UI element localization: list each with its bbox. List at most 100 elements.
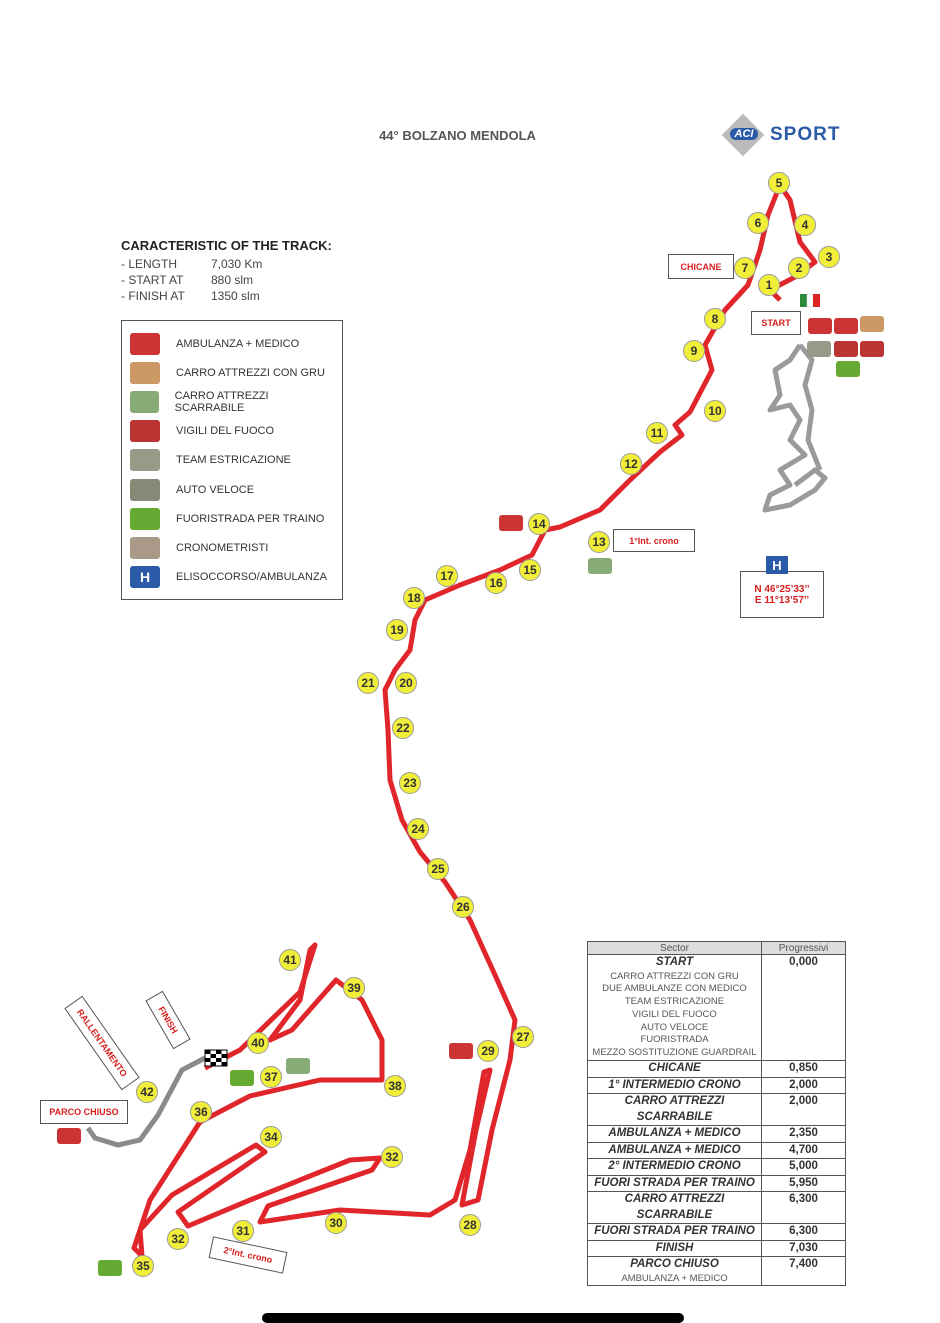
progressive-value: 0,850 [761, 1060, 846, 1078]
terrain-contour [762, 343, 828, 513]
km-marker: 28 [459, 1214, 481, 1236]
extrication-car-icon [130, 449, 160, 472]
fire-truck-icon [130, 420, 160, 443]
characteristic-value: 880 slm [211, 273, 254, 287]
sector-detail: DUE AMBULANZE CON MEDICO [602, 983, 747, 995]
km-marker: 2 [788, 257, 810, 279]
ambulance-icon [808, 318, 832, 334]
legend-label: TEAM ESTRICAZIONE [176, 454, 291, 467]
km-marker: 35 [132, 1255, 154, 1277]
sector-cell: AMBULANZA + MEDICO [587, 1141, 762, 1159]
legend-item: AMBULANZA + MEDICO [130, 329, 334, 358]
helipad-icon: H [766, 556, 788, 574]
km-marker: 40 [247, 1032, 269, 1054]
page-title: 44° BOLZANO MENDOLA [379, 128, 536, 143]
crane-truck-icon [860, 316, 884, 332]
offroad-icon [836, 361, 860, 377]
km-marker: 17 [436, 565, 458, 587]
km-marker: 27 [512, 1026, 534, 1048]
home-indicator[interactable] [262, 1313, 684, 1323]
km-marker: 34 [260, 1126, 282, 1148]
legend-label: CARRO ATTREZZI SCARRABILE [174, 389, 269, 414]
progressive-value: 7,400 [761, 1256, 846, 1287]
km-marker: 37 [260, 1066, 282, 1088]
km-marker: 12 [620, 453, 642, 475]
sector-name: AMBULANZA + MEDICO [608, 1143, 741, 1156]
km-marker: 21 [357, 672, 379, 694]
sector-cell: CARRO ATTREZZI SCARRABILE [587, 1191, 762, 1224]
sector-detail: MEZZO SOSTITUZIONE GUARDRAIL [592, 1047, 757, 1059]
race-track [131, 182, 818, 1259]
km-marker: 15 [519, 559, 541, 581]
km-marker: 23 [399, 772, 421, 794]
offroad-icon [98, 1260, 122, 1276]
ambulance-icon [449, 1043, 473, 1059]
km-marker: 29 [477, 1040, 499, 1062]
progressive-value: 2,000 [761, 1076, 846, 1094]
sector-detail: VIGILI DEL FUOCO [632, 1008, 717, 1020]
km-marker: 38 [384, 1075, 406, 1097]
sector-name: 2° INTERMEDIO CRONO [608, 1160, 741, 1173]
fast-car-icon [130, 478, 160, 501]
km-marker: 14 [528, 513, 550, 535]
offroad-icon [130, 507, 160, 530]
latitude: N 46°25’33’’ [754, 583, 810, 595]
sector-cell: 2° INTERMEDIO CRONO [587, 1158, 762, 1176]
table-row: FUORI STRADA PER TRAINO 6,300 [587, 1223, 846, 1241]
km-marker: 32 [167, 1228, 189, 1250]
km-marker: 19 [386, 619, 408, 641]
legend-item: CRONOMETRISTI [130, 533, 334, 562]
progressive-value: 0,000 [761, 953, 846, 1061]
exit-road [85, 1055, 207, 1148]
characteristic-label: - LENGTH [121, 257, 178, 271]
km-marker: 36 [190, 1101, 212, 1123]
sector-detail: AMBULANZA + MEDICO [621, 1272, 728, 1284]
track-characteristics: CARACTERISTIC OF THE TRACK: - LENGTH 7,03… [121, 238, 332, 304]
characteristic-value: 7,030 Km [211, 257, 263, 271]
legend-label: CRONOMETRISTI [176, 541, 269, 554]
legend-item: FUORISTRADA PER TRAINO [130, 504, 334, 533]
flatbed-truck-icon [130, 390, 159, 413]
start-label: START [751, 311, 801, 335]
helipad-icon: H [130, 566, 160, 589]
sector-cell: FINISH [587, 1239, 762, 1257]
km-marker: 31 [232, 1220, 254, 1242]
sector-detail: FUORISTRADA [640, 1034, 709, 1046]
sector-name: AMBULANZA + MEDICO [608, 1127, 741, 1140]
km-marker: 10 [704, 400, 726, 422]
characteristic-label: - FINISH AT [121, 289, 185, 303]
sector-name: PARCO CHIUSO [630, 1258, 719, 1271]
characteristic-value: 1350 slm [211, 289, 260, 303]
extrication-car-icon [807, 341, 831, 357]
chicane-label: CHICANE [668, 254, 734, 279]
progressive-value: 4,700 [761, 1141, 846, 1159]
sector-name: CARRO ATTREZZI SCARRABILE [624, 1095, 725, 1123]
km-marker: 41 [279, 949, 301, 971]
progressive-value: 2,350 [761, 1125, 846, 1143]
legend-label: AUTO VELOCE [176, 483, 255, 496]
characteristics-heading: CARACTERISTIC OF THE TRACK: [121, 238, 332, 253]
intermediate-1-label: 1°Int. crono [613, 529, 695, 552]
crane-truck-icon [130, 361, 160, 384]
table-row: AMBULANZA + MEDICO 2,350 [587, 1125, 846, 1143]
progressive-value: 6,300 [761, 1223, 846, 1241]
sector-cell: FUORI STRADA PER TRAINO [587, 1223, 762, 1241]
progressive-value: 5,000 [761, 1158, 846, 1176]
km-marker: 6 [747, 212, 769, 234]
sector-name: FUORI STRADA PER TRAINO [594, 1225, 755, 1238]
km-marker: 7 [734, 257, 756, 279]
legend-item: CARRO ATTREZZI CON GRU [130, 358, 334, 387]
km-marker: 4 [794, 214, 816, 236]
sector-name: CARRO ATTREZZI SCARRABILE [624, 1193, 725, 1221]
stopwatch-icon [130, 536, 160, 559]
table-row: 2° INTERMEDIO CRONO 5,000 [587, 1158, 846, 1176]
